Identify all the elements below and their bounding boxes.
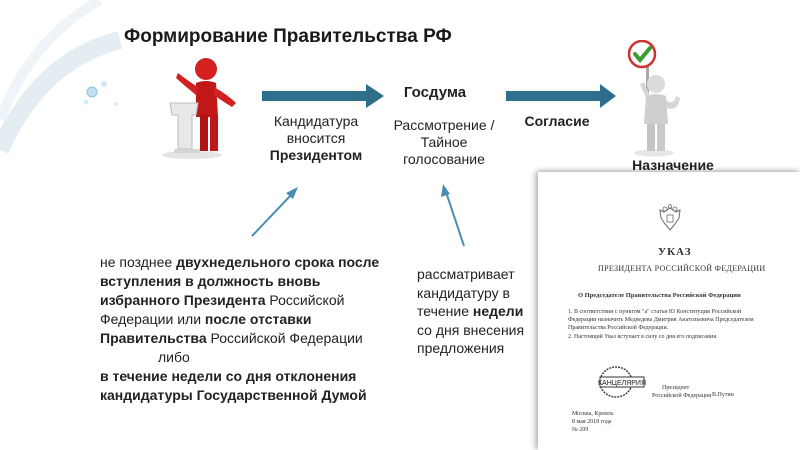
president-line-2: вносится: [286, 130, 346, 146]
president-figure-icon: [162, 58, 236, 159]
coat-of-arms-icon: [659, 204, 681, 231]
page-title: Формирование Правительства РФ: [124, 26, 452, 47]
president-line-3: Президентом: [269, 147, 363, 163]
note-l3b: Российской: [265, 292, 345, 308]
decree-subheading: ПРЕЗИДЕНТА РОССИЙСКОЙ ФЕДЕРАЦИИ: [598, 264, 766, 273]
arrow-to-duma: [262, 84, 384, 108]
svg-text:КАНЦЕЛЯРИЯ: КАНЦЕЛЯРИЯ: [598, 380, 646, 387]
signature-role: Президент Российской Федерации: [652, 384, 711, 400]
decorative-bubbles: [0, 0, 123, 154]
mid-l2: кандидатуру в: [417, 284, 510, 301]
sign-role-2: Российской Федерации: [652, 393, 712, 399]
mid-l3b: недели: [472, 303, 524, 319]
note-l1b: двухнедельного срока после: [176, 254, 380, 270]
note-l7: в течение недели со дня отклонения: [100, 368, 357, 384]
note-l3a: избранного Президента: [100, 292, 266, 308]
note-l8: кандидатуры Государственной Думой: [100, 387, 367, 403]
president-step-label: Кандидатура вносится Президентом: [262, 113, 370, 164]
president-line-1: Кандидатура: [273, 113, 359, 129]
signature-name: В.Путин: [712, 392, 734, 398]
arrow-up-duma: [441, 184, 465, 247]
mid-l4: со дня внесения: [417, 321, 525, 338]
decree-paragraph-2: 2. Настоящий Указ вступает в силу со дня…: [568, 334, 718, 340]
duma-line-2: Тайное: [420, 134, 468, 150]
sign-role-1: Президент: [662, 385, 690, 391]
mid-l3a: течение: [417, 303, 473, 319]
duma-name: Госдума: [403, 84, 467, 101]
note-l5a: Правительства: [100, 330, 207, 346]
duma-line-1: Рассмотрение /: [393, 117, 495, 133]
decree-paragraph-1: 1. В соответствии с пунктом "а" статьи 8…: [568, 309, 754, 331]
decree-subject: О Председателе Правительства Российской …: [578, 292, 741, 299]
appointment-label: Назначение: [632, 157, 714, 173]
mid-l5: предложения: [417, 340, 505, 356]
president-deadline-note: не позднее двухнедельного срока после вс…: [100, 253, 400, 405]
office-stamp-icon: КАНЦЕЛЯРИЯ: [598, 366, 646, 398]
approval-figure-icon: [627, 40, 680, 157]
mid-l1: рассматривает: [417, 266, 515, 282]
note-l5b: Российской Федерации: [206, 330, 363, 346]
consent-label: Согласие: [524, 113, 590, 129]
note-l2: вступления в должность вновь: [100, 273, 321, 289]
duma-line-3: голосование: [403, 151, 485, 167]
note-l1a: не позднее: [100, 254, 177, 270]
decree-heading: УКАЗ: [658, 246, 692, 258]
decree-document: УКАЗ ПРЕЗИДЕНТА РОССИЙСКОЙ ФЕДЕРАЦИИ О П…: [538, 172, 800, 450]
note-l4a: Федерации или: [100, 311, 205, 327]
decree-place: Москва, Кремль: [572, 411, 614, 417]
arrow-up-president: [251, 187, 298, 237]
decree-place-date: Москва, Кремль 8 мая 2018 года № 209: [572, 410, 614, 434]
note-l6: либо: [158, 349, 190, 365]
decree-date: 8 мая 2018 года: [572, 419, 612, 425]
duma-step-label: Рассмотрение / Тайное голосование: [384, 117, 504, 168]
decree-number: № 209: [572, 427, 589, 433]
duma-deadline-note: рассматривает кандидатуру в течение неде…: [417, 265, 547, 358]
arrow-to-appointment: [506, 84, 616, 108]
note-l4b: после отставки: [204, 311, 312, 327]
